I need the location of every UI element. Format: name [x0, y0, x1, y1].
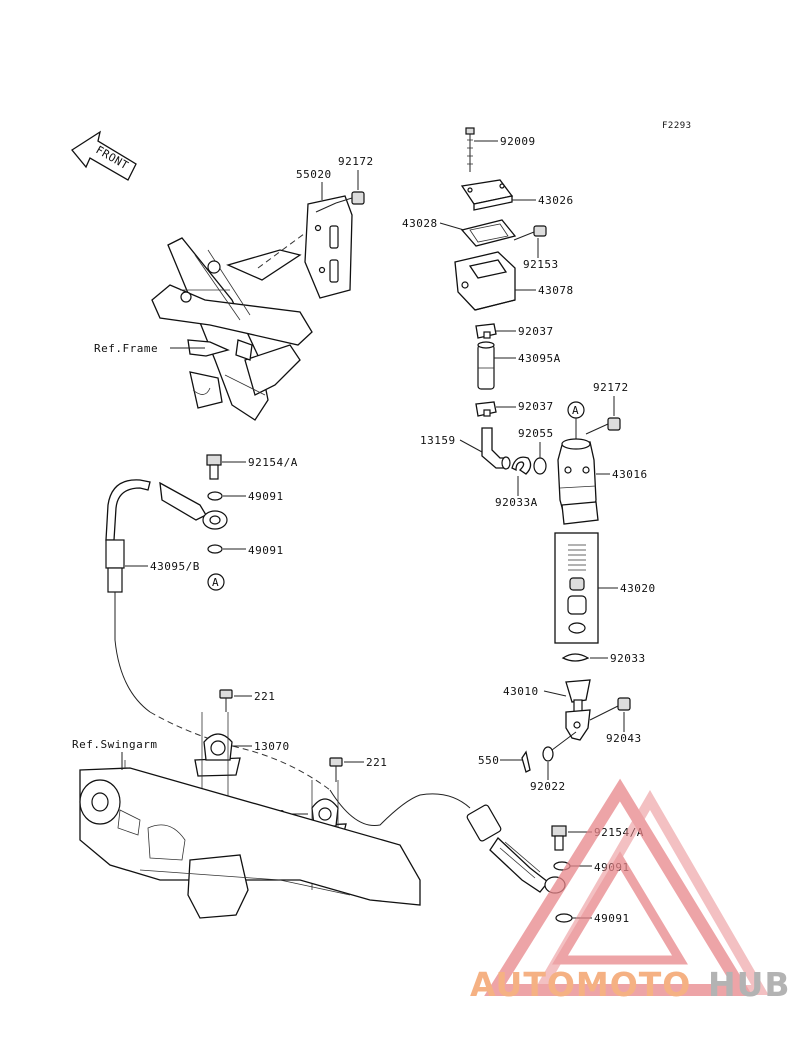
- bolt-221-lower: [329, 757, 343, 782]
- watermark-text-b: HUB: [708, 965, 791, 1004]
- washer-92022: [542, 746, 554, 762]
- label-221-lower: 221: [366, 756, 387, 769]
- label-13070-upper: 13070: [254, 740, 290, 753]
- label-92033A: 92033A: [495, 496, 538, 509]
- master-cylinder-43016: [557, 438, 599, 525]
- marker-a-right-label: A: [572, 404, 579, 417]
- label-55020: 55020: [296, 168, 332, 181]
- label-92037-lower: 92037: [518, 400, 554, 413]
- hose-route-line: [149, 711, 331, 791]
- label-43020: 43020: [620, 582, 656, 595]
- hose-route-solid: [329, 789, 471, 827]
- label-92172-left: 92172: [338, 155, 374, 168]
- guard-55020: [304, 195, 353, 299]
- banjo-bolt-left: [206, 454, 222, 480]
- figure-code: F2293: [662, 121, 692, 131]
- label-49091-left-2: 49091: [248, 544, 284, 557]
- screw-92153: [513, 225, 547, 241]
- watermark-text-a: AUTOMOTO: [470, 965, 691, 1004]
- clip-92037-lower: [475, 401, 497, 417]
- circlip-92033A: [511, 456, 532, 475]
- label-49091-right-2: 49091: [594, 912, 630, 925]
- circlip-92033: [561, 653, 590, 662]
- label-92033: 92033: [610, 652, 646, 665]
- label-550: 550: [478, 754, 499, 767]
- label-92037-upper: 92037: [518, 325, 554, 338]
- label-92055: 92055: [518, 427, 554, 440]
- label-49091-left-1: 49091: [248, 490, 284, 503]
- watermark-logo: [484, 778, 769, 996]
- hose-43095A: [477, 341, 495, 390]
- label-92154A-left: 92154/A: [248, 456, 298, 469]
- label-92153: 92153: [523, 258, 559, 271]
- marker-a-left-label: A: [212, 576, 219, 589]
- cotter-pin-550: [521, 750, 531, 773]
- washer-49091-left-2: [207, 544, 223, 554]
- bolt-92172-left: [315, 191, 365, 213]
- label-43095A: 43095A: [518, 352, 561, 365]
- label-43078: 43078: [538, 284, 574, 297]
- reservoir-43078: [454, 251, 516, 311]
- label-92022: 92022: [530, 780, 566, 793]
- label-92172-right: 92172: [593, 381, 629, 394]
- label-43010: 43010: [503, 685, 539, 698]
- diaphragm-43028: [460, 219, 517, 247]
- label-221-upper: 221: [254, 690, 275, 703]
- banjo-bolt-right: [551, 825, 567, 851]
- label-92009: 92009: [500, 135, 536, 148]
- brake-hose-43095B: [105, 479, 228, 713]
- label-92043: 92043: [606, 732, 642, 745]
- marker-a-left: [207, 573, 225, 591]
- washer-49091-left-1: [207, 491, 223, 501]
- oring-92055: [533, 457, 547, 475]
- clamp-13070-upper: [194, 712, 241, 828]
- swingarm-drawing: [79, 760, 421, 919]
- label-43026: 43026: [538, 194, 574, 207]
- screw-92009: [465, 127, 475, 172]
- pushrod-43010: [565, 679, 591, 741]
- label-ref-frame: Ref.Frame: [94, 342, 158, 355]
- clip-92037-upper: [475, 323, 497, 339]
- label-ref-swingarm: Ref.Swingarm: [72, 738, 157, 751]
- cap-43026: [460, 179, 514, 211]
- bolt-92172-right: [585, 417, 621, 435]
- label-13159: 13159: [420, 434, 456, 447]
- bolt-221-upper: [219, 689, 233, 712]
- pin-92043: [589, 697, 631, 721]
- watermark-triangle-core: [552, 851, 688, 965]
- label-43016: 43016: [612, 468, 648, 481]
- hose-end-lower-right: [466, 804, 566, 894]
- front-arrow-icon: FRONT: [71, 130, 137, 181]
- frame-drawing: [151, 227, 313, 421]
- fitting-13159: [481, 427, 511, 470]
- piston-kit-43020: [554, 532, 599, 644]
- washer-49091-right-2: [555, 913, 573, 923]
- label-43028: 43028: [402, 217, 438, 230]
- label-43095B: 43095/B: [150, 560, 200, 573]
